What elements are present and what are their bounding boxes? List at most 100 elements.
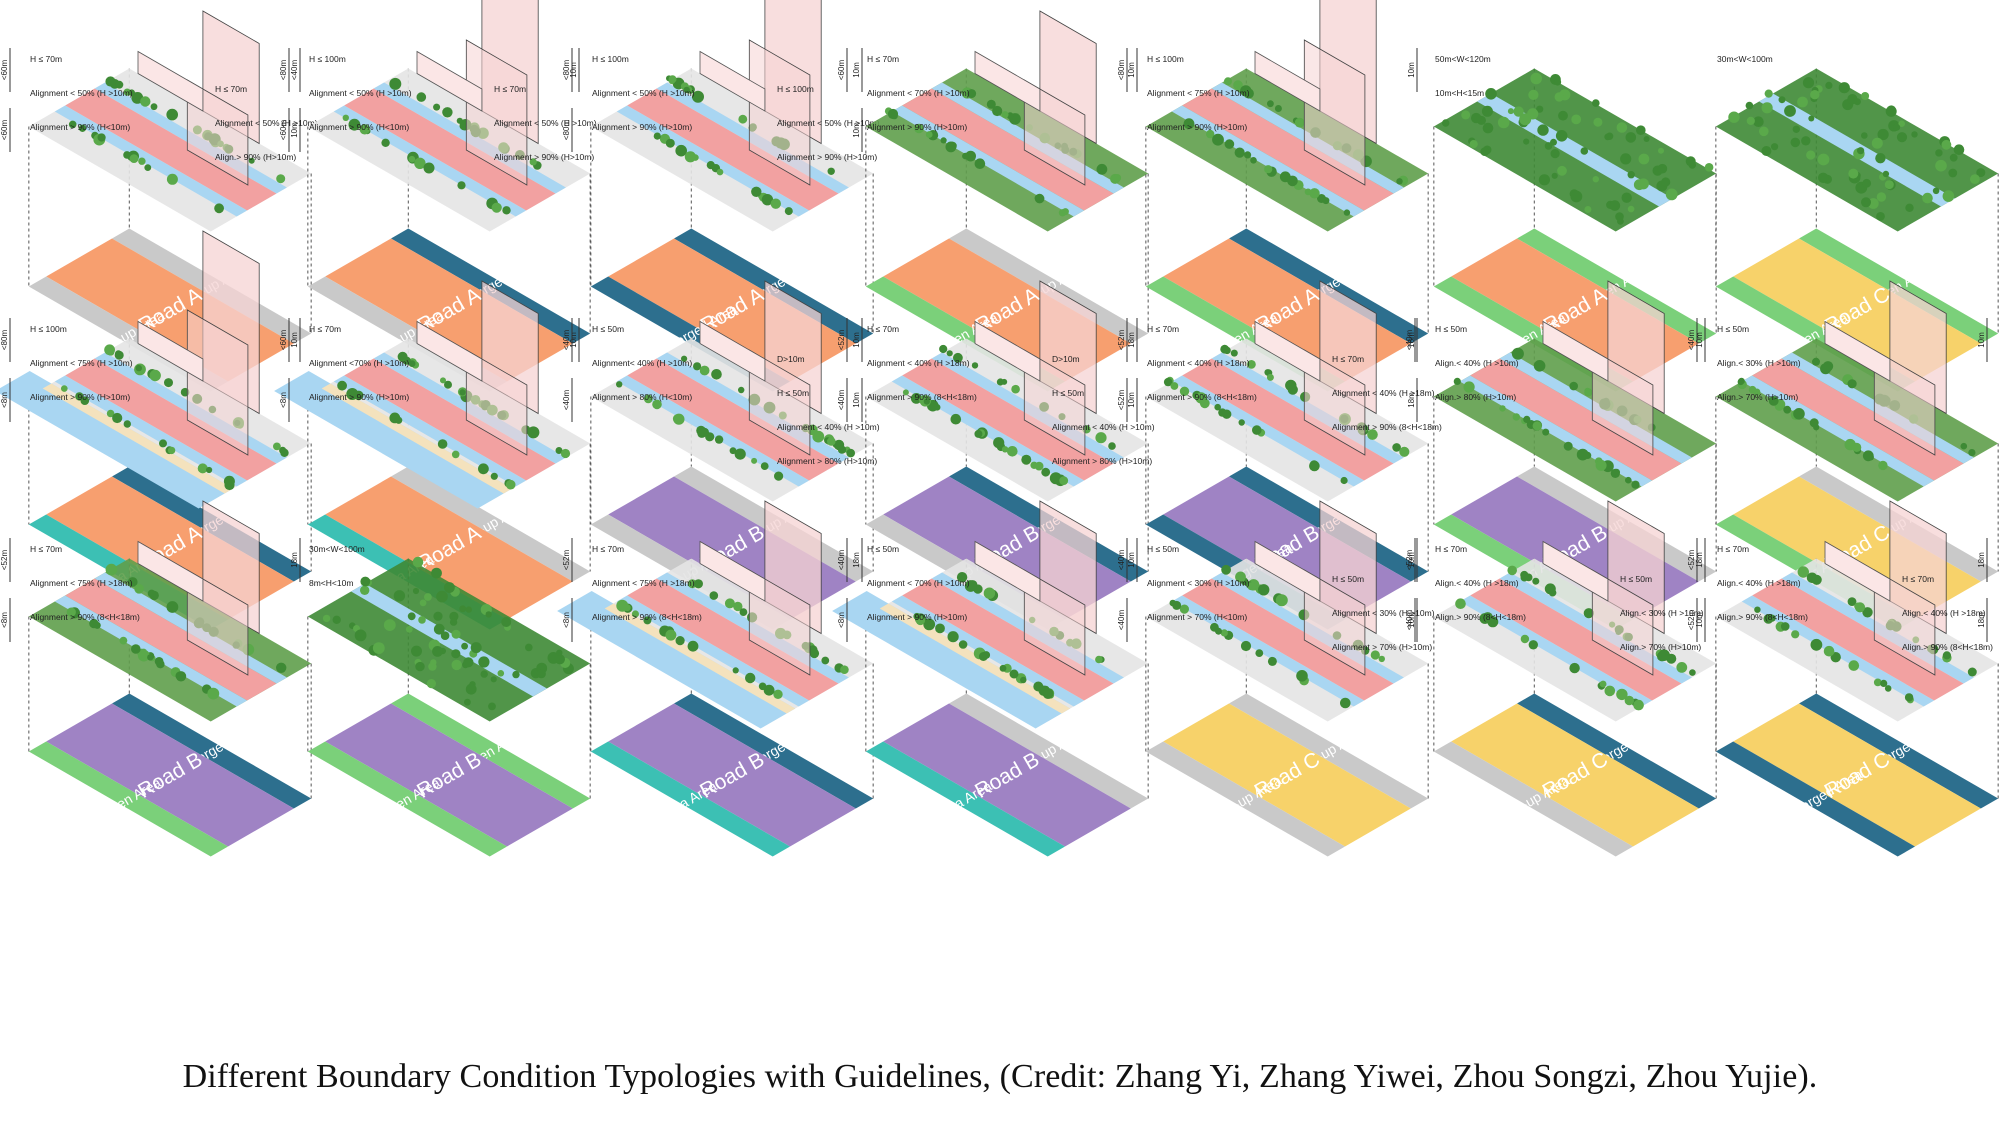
guideline-note: Align.> 80% (H>10m) — [1435, 392, 1516, 402]
guideline-note: H ≤ 100m — [1147, 54, 1184, 64]
submerged-area-band — [112, 693, 312, 809]
tree — [393, 590, 406, 602]
tree — [673, 413, 685, 425]
canal-strip — [351, 583, 547, 697]
tree — [675, 144, 687, 157]
tree — [616, 599, 629, 612]
guideline-note: Alignment < 50% (H >10m) — [309, 88, 412, 98]
tree — [1528, 640, 1539, 650]
guideline-note: H ≤ 70m — [867, 54, 899, 64]
podium — [699, 50, 766, 112]
tree — [964, 580, 977, 592]
tree — [360, 576, 371, 587]
tree — [1343, 209, 1351, 216]
street-scene — [28, 500, 312, 722]
guideline-note: Alignment < 75% (H >10m) — [30, 358, 133, 368]
tree — [761, 194, 774, 206]
canal-strip — [1171, 375, 1365, 487]
street-scene — [865, 280, 1149, 502]
tree — [846, 448, 855, 458]
tree — [1230, 349, 1238, 357]
dimension-label: <52m — [0, 550, 9, 571]
tree — [643, 616, 652, 625]
dimension-label: 18m — [290, 552, 299, 568]
tree — [1857, 147, 1865, 155]
guideline-note: Alignment > 90% (8<H<18m) — [1147, 392, 1257, 402]
dimension-label: <52m — [1687, 610, 1696, 631]
tree — [1511, 347, 1524, 360]
tree — [965, 150, 976, 162]
tree — [1806, 150, 1816, 160]
guideline-note: Alignment > 90% (H>10m) — [30, 392, 130, 402]
dimension-label: <52m — [1117, 390, 1126, 411]
dimension-label: 10m — [290, 332, 299, 348]
guideline-note: Align.> 90% (8<H<18m) — [1717, 612, 1808, 622]
tree — [1861, 132, 1868, 139]
canal-strip — [1741, 375, 1935, 487]
tree — [119, 636, 128, 645]
tree — [652, 399, 662, 410]
tree — [1825, 81, 1833, 89]
submerged-area-band — [1715, 741, 1915, 857]
tree — [1532, 421, 1542, 431]
tree — [1212, 133, 1224, 146]
guideline-note: Alignment < 50% (H >10m) — [494, 118, 597, 128]
tree — [774, 471, 784, 481]
guideline-note: Alignment > 90% (H>10m) — [1147, 122, 1247, 132]
tree — [1942, 651, 1951, 660]
road-surface — [344, 358, 556, 481]
sea-area-band — [590, 741, 790, 857]
tree — [412, 587, 420, 595]
tree — [129, 154, 139, 164]
tree — [1753, 116, 1764, 127]
guideline-note: H ≤ 50m — [777, 388, 809, 398]
tree — [734, 448, 746, 460]
road-surface — [1752, 578, 1964, 701]
guideline-note: Alignment > 90% (H>10m) — [777, 152, 877, 162]
dimension-label: 10m — [1977, 332, 1986, 348]
dimension-label: 10m — [1127, 552, 1136, 568]
tree — [914, 123, 924, 134]
tree — [1220, 344, 1230, 354]
tree — [1658, 147, 1664, 154]
guideline-note: Alignment > 90% (8<H<18m) — [592, 612, 702, 622]
tree — [1296, 670, 1308, 682]
tree — [1771, 143, 1779, 151]
dimension-label: <40m — [290, 60, 299, 81]
tree — [418, 616, 426, 624]
tree — [1238, 419, 1245, 426]
tree — [164, 378, 173, 388]
tree — [1485, 88, 1497, 100]
street-scene — [1715, 500, 1999, 722]
tree — [1861, 197, 1871, 208]
tree — [668, 75, 677, 84]
tree — [395, 416, 403, 424]
tree — [465, 606, 472, 613]
built-up-area-band — [1229, 693, 1429, 809]
podium — [416, 50, 483, 112]
guideline-note: H ≤ 70m — [1435, 544, 1467, 554]
podium — [1254, 50, 1321, 112]
tree — [207, 687, 220, 700]
tree — [1563, 441, 1573, 451]
dimension-label: 18m — [1695, 552, 1704, 568]
tree — [1571, 114, 1582, 125]
tree — [1847, 597, 1857, 606]
tree — [1536, 105, 1544, 113]
tree — [1274, 105, 1282, 112]
tree — [745, 672, 756, 684]
tree — [1584, 388, 1593, 397]
tree — [784, 207, 793, 216]
tree — [276, 662, 287, 673]
guideline-note: Alignment < 40% (H >10m) — [1052, 422, 1155, 432]
tree — [348, 118, 361, 131]
tree — [1638, 153, 1650, 165]
